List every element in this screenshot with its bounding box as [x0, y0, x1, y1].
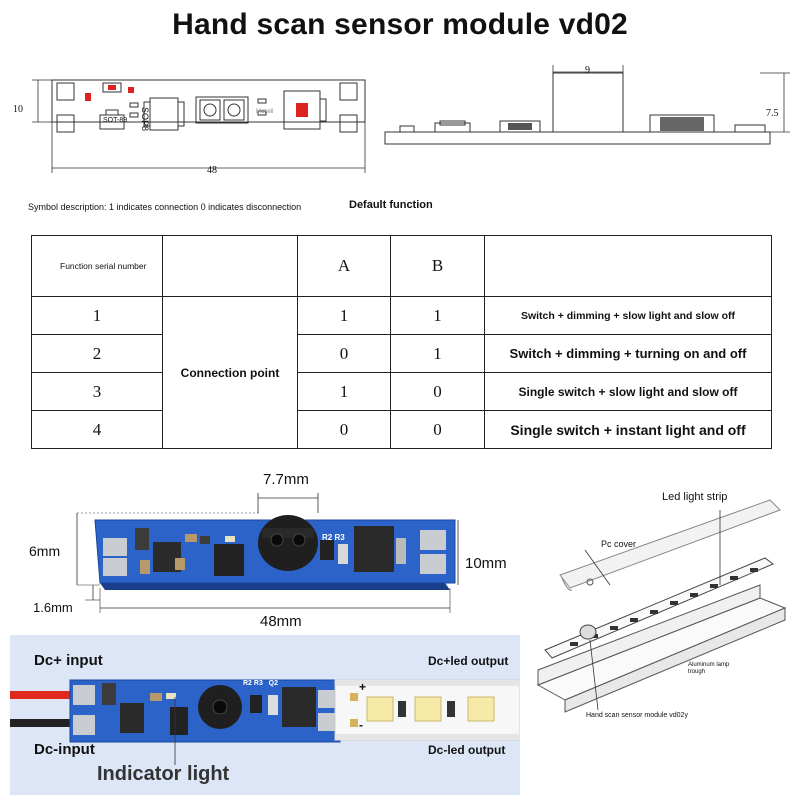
table-row: 2 0 1 Switch + dimming + turning on and … — [31, 334, 772, 373]
row-a: 1 — [297, 296, 391, 335]
table-row: 3 1 0 Single switch + slow light and slo… — [31, 372, 772, 411]
function-table: Function serial number A B 1 Connection … — [31, 235, 772, 449]
silk-r2r3: R2 R3 — [322, 533, 345, 542]
row-desc: Single switch + slow light and slow off — [484, 372, 772, 411]
dim-pcb-label: 1.6mm — [33, 600, 73, 615]
top-view-outline — [51, 79, 366, 133]
table-row: 1 Connection point 1 1 Switch + dimming … — [31, 296, 772, 449]
chip-sop8-label: SOP8 — [140, 107, 150, 132]
dim-height-label-photo: 6mm — [29, 543, 61, 559]
dc-minus-input-label: Dc-input — [34, 741, 95, 758]
dc-minus-led-output-label: Dc-led output — [428, 743, 506, 757]
row-a: 0 — [297, 410, 391, 449]
module-photo-dimensions — [76, 493, 459, 613]
dc-plus-input-label: Dc+ input — [34, 652, 103, 669]
minus-symbol: - — [359, 718, 363, 732]
header-function-serial: Function serial number — [31, 235, 163, 297]
row-b: 0 — [390, 372, 485, 411]
row-num: 3 — [31, 372, 163, 411]
chip-sot89-label: SOT-89 — [103, 117, 128, 124]
indicator-light-label: Indicator light — [97, 763, 230, 785]
silk-labels: R2 R3 Q2 — [243, 680, 279, 687]
header-a: A — [297, 235, 391, 297]
row-num: 1 — [31, 296, 163, 335]
installation-diagram — [536, 499, 787, 713]
dim-height-label: 10 — [13, 104, 23, 115]
header-empty — [162, 235, 298, 297]
dim-width-label: 10mm — [465, 555, 507, 572]
row-num: 4 — [31, 410, 163, 449]
row-b: 0 — [390, 410, 485, 449]
pc-cover-label: Pc cover — [601, 539, 637, 549]
table-header-row: Function serial number A B — [31, 235, 772, 297]
plus-symbol: + — [359, 680, 367, 694]
row-b: 1 — [390, 334, 485, 373]
row-desc: Switch + dimming + slow light and slow o… — [484, 296, 772, 335]
row-a: 1 — [297, 372, 391, 411]
dc-plus-led-output-label: Dc+led output — [428, 654, 509, 668]
row-a: 0 — [297, 334, 391, 373]
aluminum-trough-label: Aluminum lamp trough — [688, 662, 730, 675]
side-dim-height-label: 7.5 — [766, 108, 779, 119]
row-desc: Single switch + instant light and off — [484, 410, 772, 449]
side-dim-width-label: 9 — [585, 65, 590, 76]
side-view-outline — [384, 72, 771, 145]
row-b: 1 — [390, 296, 485, 335]
brand-mark: Mokell — [256, 109, 274, 115]
row-desc: Switch + dimming + turning on and off — [484, 334, 772, 373]
header-b: B — [390, 235, 485, 297]
dim-length-label-photo: 48mm — [260, 613, 302, 630]
top-technical-drawing — [32, 65, 790, 173]
table-row: 4 0 0 Single switch + instant light and … — [31, 410, 772, 449]
module-label: Hand scan sensor module vd02y — [586, 712, 688, 719]
connection-point-cell: Connection point — [162, 296, 298, 449]
wiring-diagram — [10, 679, 520, 765]
dim-length-label: 48 — [207, 165, 217, 176]
default-function-label: Default function — [349, 199, 433, 211]
row-num: 2 — [31, 334, 163, 373]
dim-sensor-label: 7.7mm — [263, 471, 309, 488]
header-desc-empty — [484, 235, 772, 297]
symbol-description: Symbol description: 1 indicates connecti… — [28, 202, 302, 212]
led-strip-label: Led light strip — [662, 491, 728, 503]
page-title: Hand scan sensor module vd02 — [172, 8, 628, 41]
